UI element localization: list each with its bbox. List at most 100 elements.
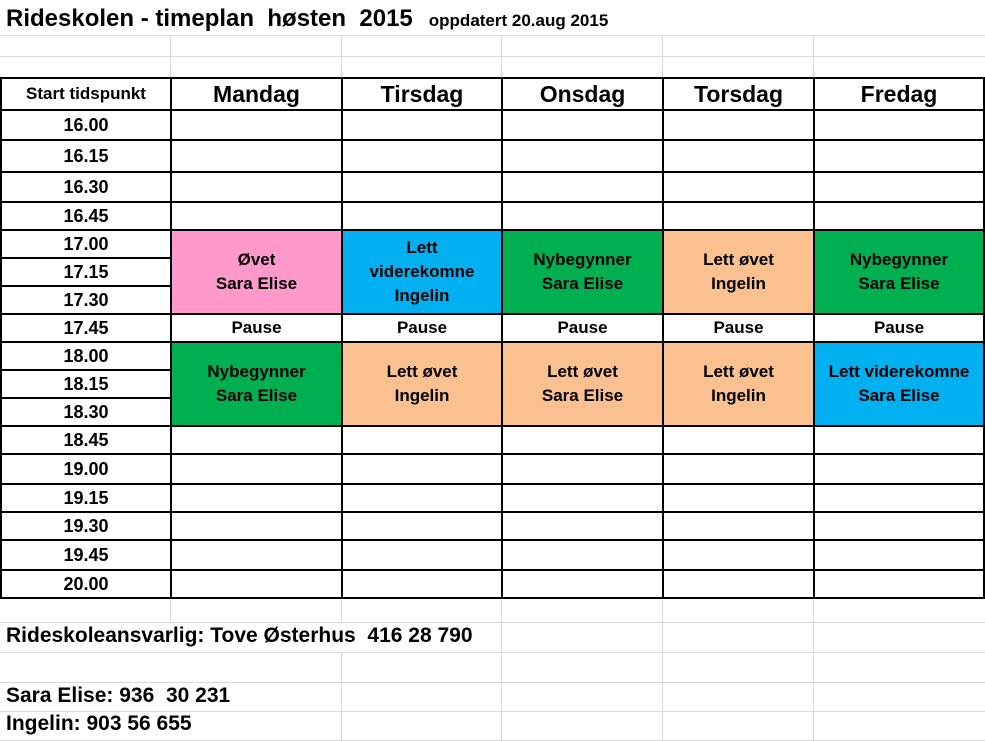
time-cell: 19.30 [0, 511, 172, 541]
lesson-level: viderekomne [369, 262, 475, 281]
empty-slot [341, 569, 503, 599]
lesson-instructor: Ingelin [394, 386, 450, 405]
gridline [0, 682, 985, 683]
table-row: 19.45 [0, 539, 985, 571]
empty-slot [341, 539, 503, 571]
table-row: 18.15 [0, 369, 984, 399]
empty-slot [341, 139, 503, 173]
lesson-instructor: Ingelin [711, 274, 766, 293]
empty-slot [813, 569, 985, 599]
lesson-instructor: Sara Elise [215, 386, 298, 405]
gridline [662, 35, 663, 77]
empty-slot [501, 569, 664, 599]
empty-slot [662, 483, 815, 513]
empty-slot [662, 139, 815, 173]
lesson-instructor: Sara Elise [541, 386, 624, 405]
empty-slot [170, 539, 343, 571]
lesson-instructor: Ingelin [394, 286, 450, 305]
lesson-level: Lett øvet [703, 362, 774, 381]
lesson-level: Lett viderekomne [828, 362, 970, 381]
table-row: 17.30 [0, 285, 984, 315]
empty-slot [170, 483, 343, 513]
empty-slot [341, 483, 503, 513]
table-row: 19.30 [0, 511, 985, 541]
empty-slot [170, 109, 343, 141]
schedule-title: Rideskolen - timeplan høsten 2015 oppdat… [6, 4, 608, 34]
empty-slot [662, 511, 815, 541]
contact-ingelin: Ingelin: 903 56 655 [6, 712, 192, 735]
empty-slot [662, 425, 815, 455]
gridline [341, 600, 342, 622]
column-header-day: Torsdag [662, 77, 815, 111]
column-header-day: Mandag [170, 77, 343, 111]
empty-slot [813, 109, 985, 141]
gridline [341, 35, 342, 77]
empty-slot [662, 171, 815, 203]
time-cell: 17.00 [0, 229, 172, 259]
empty-slot [170, 171, 343, 203]
title-text: Rideskolen - timeplan høsten 2015 [6, 5, 413, 32]
empty-slot [662, 109, 815, 141]
time-cell: 18.00 [0, 341, 172, 371]
empty-slot [170, 453, 343, 485]
lesson-level: Lett [406, 238, 438, 257]
pause-label: Pause [662, 313, 815, 343]
lesson-instructor: Sara Elise [858, 274, 940, 293]
gridline [813, 600, 814, 622]
time-cell: 16.45 [0, 201, 172, 231]
empty-slot [662, 201, 815, 231]
lesson-level: Øvet [237, 250, 276, 269]
empty-slot [501, 139, 664, 173]
lesson-level: Nybegynner [207, 362, 306, 381]
column-header-day: Fredag [813, 77, 985, 111]
time-cell: 18.15 [0, 369, 172, 399]
empty-slot [662, 539, 815, 571]
time-cell: 16.15 [0, 139, 172, 173]
gridline [501, 600, 502, 622]
column-header-day: Tirsdag [341, 77, 503, 111]
empty-slot [170, 201, 343, 231]
responsible-contact: Rideskoleansvarlig: Tove Østerhus 416 28… [6, 624, 473, 647]
time-cell: 19.45 [0, 539, 172, 571]
empty-slot [813, 453, 985, 485]
empty-slot [501, 511, 664, 541]
table-row: 20.00 [0, 569, 985, 599]
empty-slot [813, 139, 985, 173]
time-cell: 19.00 [0, 453, 172, 485]
gridline [501, 35, 502, 77]
column-header-time: Start tidspunkt [0, 77, 172, 111]
empty-slot [170, 569, 343, 599]
gridline [662, 600, 663, 622]
lesson-instructor: Sara Elise [858, 386, 940, 405]
lesson-level: Nybegynner [849, 250, 949, 269]
empty-slot [341, 453, 503, 485]
table-row: 18.30 [0, 397, 984, 427]
empty-slot [170, 511, 343, 541]
time-cell: 17.30 [0, 285, 172, 315]
empty-slot [170, 139, 343, 173]
gridline [170, 35, 171, 77]
empty-slot [341, 201, 503, 231]
gridline [170, 600, 171, 622]
gridline [0, 35, 985, 36]
gridline [0, 711, 985, 712]
lesson-instructor: Sara Elise [215, 274, 298, 293]
gridline [0, 622, 985, 623]
time-cell: 17.45 [0, 313, 172, 343]
time-cell: 17.15 [0, 257, 172, 287]
lesson-level: Lett øvet [386, 362, 458, 381]
lesson-instructor: Sara Elise [541, 274, 624, 293]
table-row: 16.30 [0, 171, 985, 203]
empty-slot [501, 453, 664, 485]
